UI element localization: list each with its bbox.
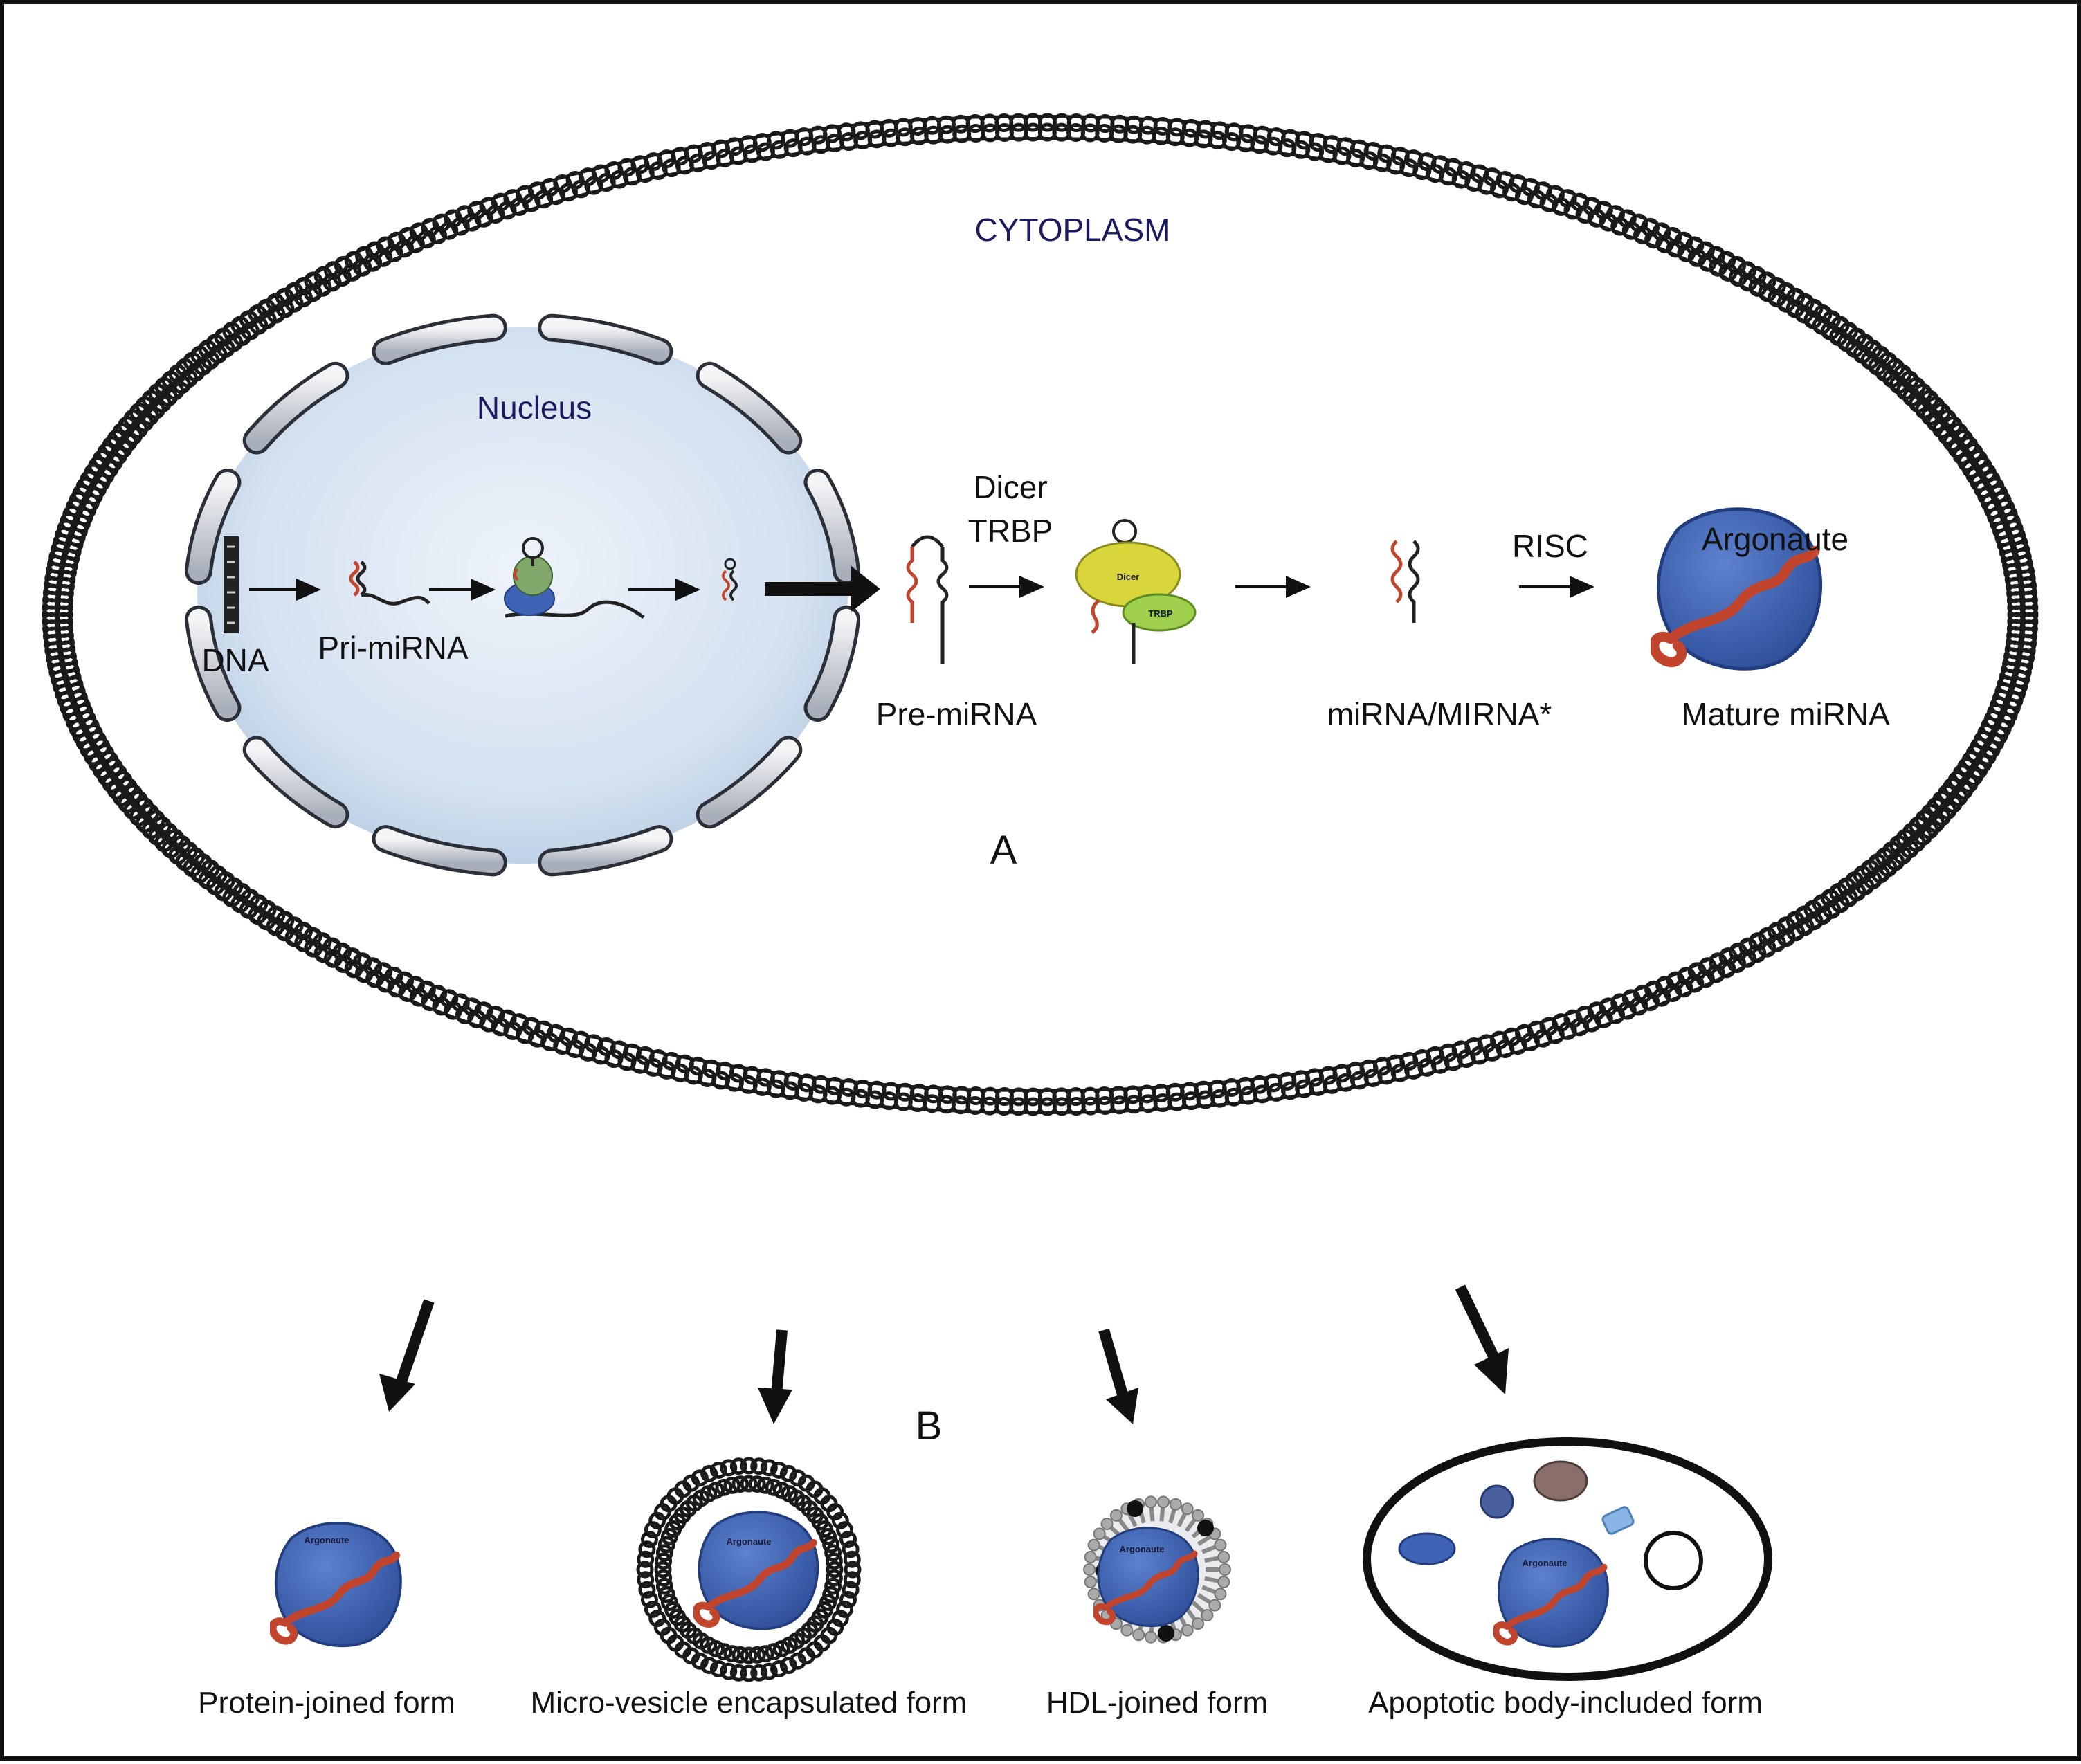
organelle-icon-4 — [1601, 1506, 1635, 1535]
organelle-icon-1 — [1398, 1532, 1456, 1565]
trbp-protein-icon — [1122, 593, 1197, 632]
argonaute-tag-2: Argonaute — [727, 1536, 772, 1547]
mature-mirna-label: Mature miRNA — [1681, 696, 1890, 732]
nucleus-label: Nucleus — [477, 390, 592, 426]
argonaute-label: Argonaute — [1702, 521, 1848, 557]
argonaute-tag-4: Argonaute — [1523, 1558, 1567, 1568]
panel-b-label: B — [916, 1403, 943, 1448]
mirna-duplex-icon — [1390, 540, 1420, 623]
organelle-icon-2 — [1480, 1484, 1514, 1519]
nuclear-pre-mirna-icon — [722, 558, 738, 601]
cytoplasm-label: CYTOPLASM — [975, 212, 1171, 248]
trbp-protein-text: TRBP — [1148, 608, 1173, 619]
protein-joined-label: Protein-joined form — [198, 1686, 455, 1720]
release-arrow-1 — [379, 1299, 435, 1412]
drosha-complex-icon — [504, 537, 645, 619]
risc-label: RISC — [1512, 528, 1588, 564]
pri-mirna-icon — [349, 561, 430, 606]
dna-icon — [224, 536, 239, 633]
export-arrow — [765, 566, 880, 612]
hdl-argonaute-icon — [1096, 1528, 1198, 1626]
pre-mirna-icon — [906, 535, 949, 664]
apoptotic-argonaute-icon — [1496, 1539, 1608, 1646]
dicer-enzyme-text: Dicer — [1117, 572, 1140, 582]
release-arrow-2 — [758, 1329, 792, 1424]
duplex-label: miRNA/MIRNA* — [1327, 696, 1552, 732]
release-arrow-3 — [1098, 1328, 1138, 1424]
apoptotic-body-label: Apoptotic body-included form — [1368, 1686, 1763, 1720]
argonaute-tag-1: Argonaute — [305, 1535, 349, 1545]
pre-mirna-label: Pre-miRNA — [876, 696, 1037, 732]
trbp-label: TRBP — [968, 513, 1053, 549]
argonaute-tag-3: Argonaute — [1120, 1544, 1165, 1554]
micro-vesicle-label: Micro-vesicle encapsulated form — [531, 1686, 967, 1720]
panel-a-label: A — [990, 828, 1017, 873]
vacuole-icon — [1644, 1531, 1703, 1590]
release-arrow-4 — [1455, 1284, 1509, 1394]
cell-membrane — [42, 113, 2039, 1116]
vesicle-argonaute-icon — [696, 1512, 818, 1629]
hdl-joined-label: HDL-joined form — [1046, 1686, 1268, 1720]
pri-mirna-label: Pri-miRNA — [318, 630, 469, 666]
dna-label: DNA — [201, 642, 269, 678]
nuclear-envelope — [184, 313, 861, 877]
organelle-icon-3 — [1533, 1460, 1588, 1502]
release-arrows — [379, 1284, 1509, 1424]
dicer-label: Dicer — [973, 469, 1047, 505]
dicer-trbp-complex: Dicer TRBP — [1075, 519, 1197, 664]
